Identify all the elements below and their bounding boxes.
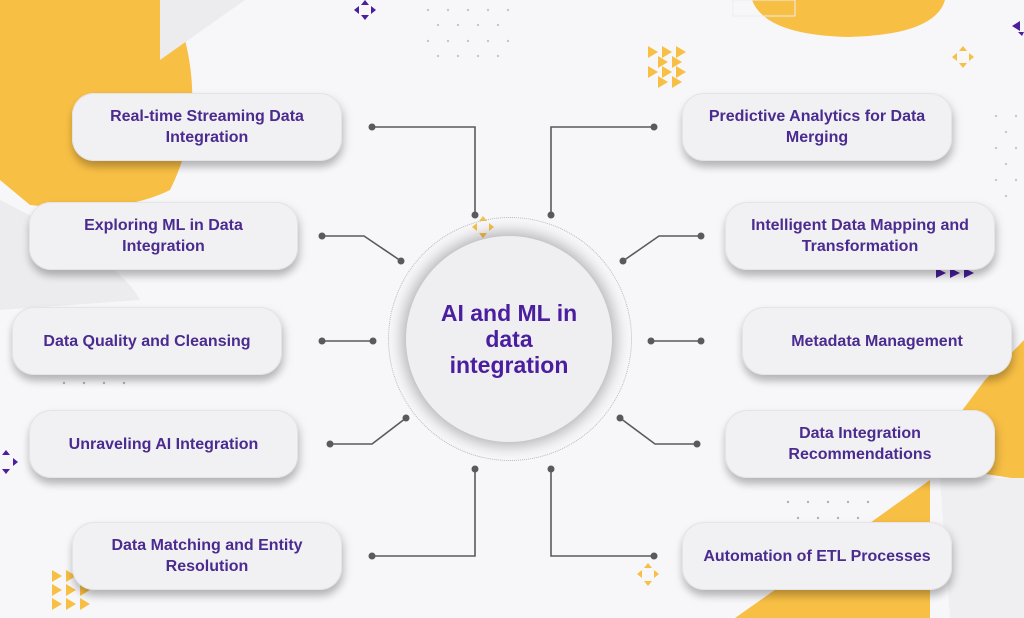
connector-right-4 bbox=[619, 417, 697, 445]
connector-left-4 bbox=[330, 417, 407, 445]
yellow-arrows-icon bbox=[637, 563, 659, 586]
connector-left-1 bbox=[372, 126, 476, 215]
yellow-arrows-icon bbox=[952, 46, 974, 68]
purple-arrows-icon bbox=[354, 0, 376, 20]
connector-left-5 bbox=[372, 469, 476, 557]
topic-card-left-3: Data Quality and Cleansing bbox=[12, 307, 282, 375]
hub-ring bbox=[388, 217, 632, 461]
grey-triangle-top-left bbox=[160, 0, 245, 60]
topic-card-left-2: Exploring ML in Data Integration bbox=[29, 202, 298, 270]
topic-label: Predictive Analytics for Data Merging bbox=[708, 108, 926, 146]
topic-label: Metadata Management bbox=[791, 332, 963, 350]
connector-right-1 bbox=[550, 126, 654, 215]
yellow-triangle-pattern bbox=[648, 46, 686, 88]
connector-right-5 bbox=[550, 469, 654, 557]
topic-label: Real-time Streaming Data Integration bbox=[110, 108, 304, 146]
purple-triangle-pattern bbox=[936, 268, 974, 278]
dot-grid bbox=[426, 8, 510, 58]
connector-left-2 bbox=[322, 235, 402, 262]
topic-label: Unraveling AI Integration bbox=[68, 435, 259, 453]
topic-label: Exploring ML in Data Integration bbox=[84, 217, 243, 255]
topic-card-right-3: Metadata Management bbox=[742, 307, 1012, 375]
topic-card-right-4: Data Integration Recommendations bbox=[725, 410, 995, 478]
purple-arrows-icon bbox=[1012, 21, 1024, 36]
dot-grid bbox=[994, 114, 1018, 198]
connector-right-2 bbox=[622, 235, 701, 262]
yellow-triangle-pattern bbox=[52, 570, 90, 610]
topic-label: Automation of ETL Processes bbox=[703, 547, 931, 565]
hub-title: AI and ML in data integration bbox=[440, 300, 578, 378]
central-hub: AI and ML in data integration bbox=[406, 236, 612, 442]
topic-label: Intelligent Data Mapping and Transformat… bbox=[751, 217, 969, 255]
topic-card-right-2: Intelligent Data Mapping and Transformat… bbox=[725, 202, 995, 270]
topic-card-right-5: Automation of ETL Processes bbox=[682, 522, 952, 590]
topic-label: Data Matching and Entity Resolution bbox=[111, 537, 303, 575]
yellow-semicircle-top bbox=[752, 0, 945, 37]
topic-label: Data Integration Recommendations bbox=[788, 425, 932, 463]
topic-card-right-1: Predictive Analytics for Data Merging bbox=[682, 93, 952, 161]
topic-card-left-4: Unraveling AI Integration bbox=[29, 410, 298, 478]
dot-grid bbox=[786, 500, 870, 520]
topic-card-left-5: Data Matching and Entity Resolution bbox=[72, 522, 342, 590]
topic-card-left-1: Real-time Streaming Data Integration bbox=[72, 93, 342, 161]
dot-grid bbox=[62, 381, 126, 385]
topic-label: Data Quality and Cleansing bbox=[43, 332, 251, 350]
purple-arrows-icon bbox=[2, 450, 18, 474]
